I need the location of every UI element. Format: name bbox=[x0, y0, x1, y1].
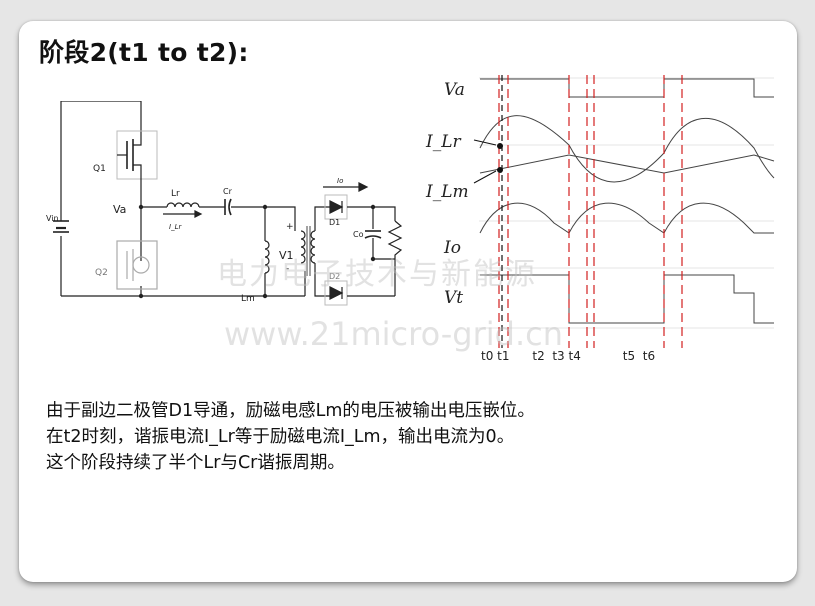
description-line-2: 在t2时刻，谐振电流I_Lr等于励磁电流I_Lm，输出电流为0。 bbox=[46, 427, 515, 447]
timing-waveforms: Va I_Lr I_Lm Io Vt bbox=[425, 75, 775, 348]
slide: 阶段2(t1 to t2): bbox=[19, 21, 797, 582]
description-line-1: 由于副边二极管D1导通，励磁电感Lm的电压被输出电压嵌位。 bbox=[46, 401, 535, 421]
description-text: 由于副边二极管D1导通，励磁电感Lm的电压被输出电压嵌位。 在t2时刻，谐振电流… bbox=[46, 398, 535, 476]
slide-title: 阶段2(t1 to t2): bbox=[39, 38, 249, 67]
q1-label: Q1 bbox=[93, 164, 106, 174]
i-lr-waveform bbox=[479, 115, 775, 183]
io-signal-label: Io bbox=[443, 238, 461, 258]
va-signal-label: Va bbox=[444, 80, 465, 100]
co-label: Co bbox=[353, 230, 364, 239]
d1-label: D1 bbox=[329, 218, 340, 227]
cr-label: Cr bbox=[223, 187, 233, 196]
svg-text:+: + bbox=[286, 222, 294, 232]
v1-label: V1 bbox=[279, 249, 294, 262]
lr-label: Lr bbox=[171, 189, 180, 199]
time-axis-labels: t0 t1 t2 t3 t4 t5 t6 bbox=[481, 349, 656, 363]
description-line-3: 这个阶段持续了半个Lr与Cr谐振周期。 bbox=[46, 453, 345, 473]
watermark-text-cn: 电力电子技术与新能源 bbox=[217, 257, 537, 292]
watermark-url: www.21micro-grid.cn bbox=[224, 315, 564, 353]
io-waveform bbox=[479, 202, 774, 234]
va-label: Va bbox=[113, 203, 126, 216]
lm-label: Lm bbox=[241, 294, 255, 304]
i-lm-waveform bbox=[479, 154, 775, 174]
i-lr-signal-label: I_Lr bbox=[425, 132, 462, 152]
i-lm-signal-label: I_Lm bbox=[425, 182, 469, 202]
svg-text:-: - bbox=[286, 264, 289, 274]
d2-label: D2 bbox=[329, 272, 340, 281]
vt-signal-label: Vt bbox=[444, 288, 463, 308]
llc-circuit-diagram: Q1 Q2 Vin Va Lr I_Lr Cr Lm V1 Io D1 D2 C… bbox=[46, 101, 403, 306]
i-lr-label: I_Lr bbox=[169, 223, 182, 231]
vin-label: Vin bbox=[46, 214, 59, 223]
va-waveform bbox=[480, 78, 774, 98]
io-label: Io bbox=[337, 177, 343, 185]
q2-label: Q2 bbox=[95, 268, 108, 278]
